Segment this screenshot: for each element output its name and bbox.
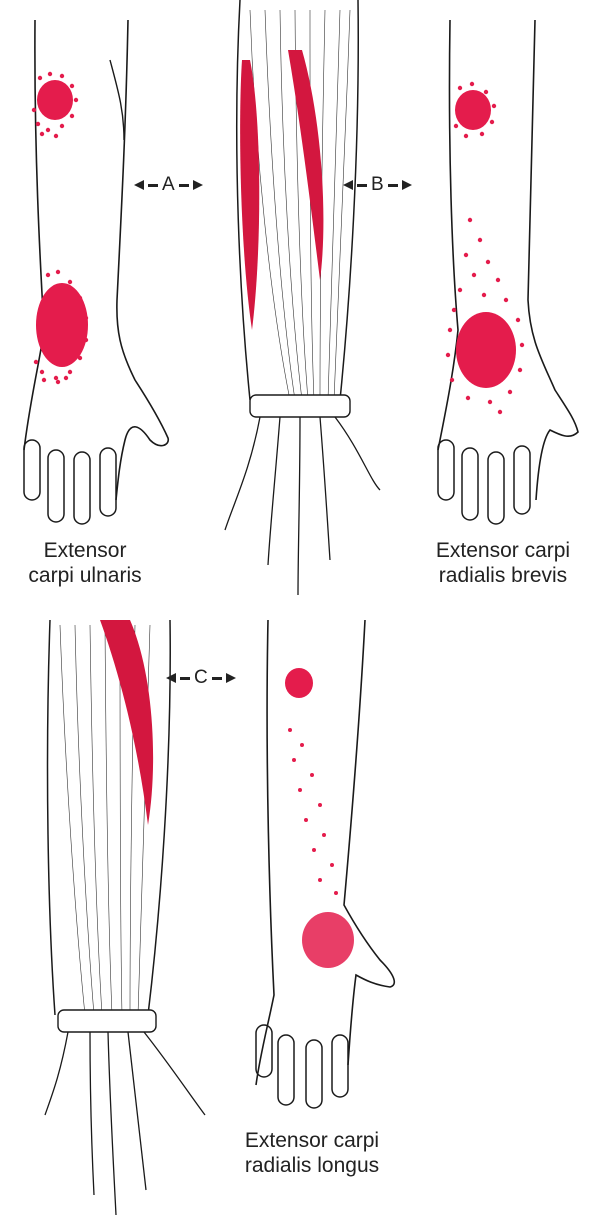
caption-ecrb: Extensor carpi radialis brevis [435,539,571,587]
ecrb-referral-arm [410,0,613,540]
arrow-right-icon [192,180,203,190]
arrow-left-icon [166,673,176,683]
comparison-marker-b: B [343,175,412,195]
arrow-left-icon [134,180,144,190]
arm-outline-ecu [23,19,170,525]
caption-ecrl: Extensor carpi radialis longus [244,1129,380,1177]
ecu-referral-arm [0,0,200,540]
arrow-right-icon [225,673,236,683]
ecrl-referral-arm [240,615,440,1115]
ecrl-muscle-anatomy [20,615,220,1227]
comparison-letter: A [162,174,175,195]
forearm-muscles-illustration-2 [44,619,206,1216]
arm-outline-ecrl [255,619,396,1109]
arrow-left-icon [343,180,353,190]
caption-ecu: Extensor carpi ulnaris [28,539,142,587]
comparison-letter: B [371,174,384,195]
arrow-right-icon [401,180,412,190]
comparison-marker-c: C [166,668,236,688]
comparison-letter: C [194,667,208,688]
comparison-marker-a: A [134,175,203,195]
ecrb-muscle-anatomy [210,0,390,610]
forearm-muscles-illustration [224,0,381,596]
arm-outline-ecrb [437,19,579,525]
